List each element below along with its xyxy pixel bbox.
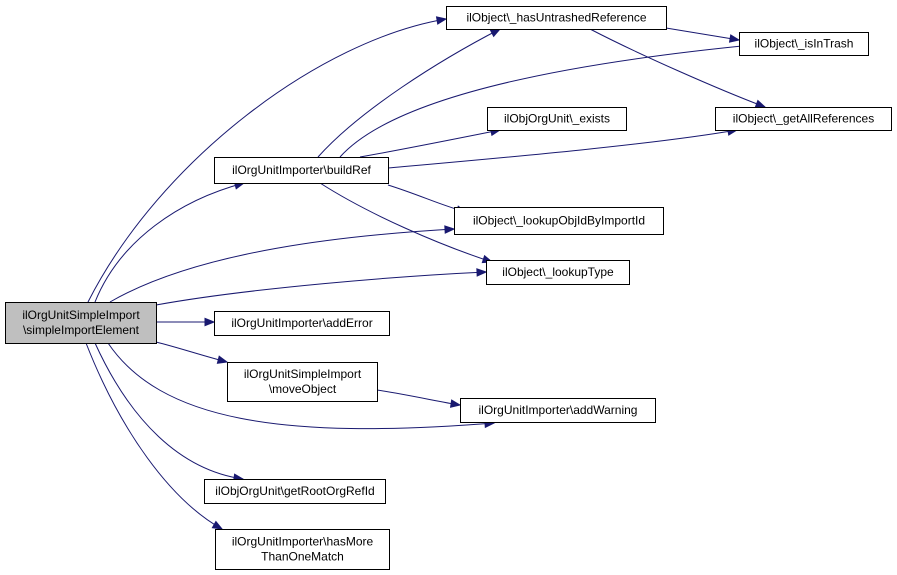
edge-has_untrashed-to-is_in_trash (665, 27, 741, 43)
node-label: ilObject\_hasUntrashedReference (466, 11, 646, 25)
edge-line (665, 27, 740, 41)
node-has-untrashed[interactable]: ilObject\_hasUntrashedReference (446, 6, 667, 30)
node-build-ref[interactable]: ilOrgUnitImporter\buildRef (214, 157, 389, 184)
node-box (227, 362, 378, 402)
edges-layer (85, 16, 767, 530)
node-box (215, 529, 390, 570)
node-box (5, 302, 157, 344)
edge-line (387, 129, 738, 169)
edge-move_object-to-add_warning (376, 389, 462, 408)
node-add-warning[interactable]: ilOrgUnitImporter\addWarning (460, 398, 656, 423)
node-label: ilOrgUnitImporter\addWarning (479, 403, 638, 417)
edge-line (85, 342, 223, 530)
edge-line (589, 28, 766, 108)
node-label: ilObject\_isInTrash (755, 37, 854, 51)
arrowhead-icon (476, 268, 488, 277)
node-label: ilOrgUnitImporter\hasMore (232, 535, 374, 549)
edge-line (317, 28, 501, 158)
edge-line (107, 342, 495, 430)
node-box (446, 6, 667, 30)
edge-line (155, 271, 487, 306)
node-lookup-type[interactable]: ilObject\_lookupType (486, 260, 630, 285)
node-add-error[interactable]: ilOrgUnitImporter\addError (214, 311, 390, 336)
node-box (739, 32, 869, 56)
node-box (486, 260, 630, 285)
edge-root-to-has_more (85, 342, 224, 530)
edge-root-to-move_object (155, 341, 229, 364)
edge-line (339, 44, 753, 158)
edge-build_ref-to-objorgunit_exists (359, 127, 502, 158)
edge-line (155, 341, 228, 363)
node-label: ilObjOrgUnit\_exists (504, 112, 610, 126)
node-label: ilOrgUnitImporter\addError (231, 316, 372, 330)
edge-line (359, 129, 501, 158)
node-label: ilObjOrgUnit\getRootOrgRefId (215, 484, 374, 498)
node-label: ilObject\_lookupObjIdByImportId (473, 214, 645, 228)
arrowhead-icon (216, 355, 229, 364)
edge-has_untrashed-to-get_all_refs (589, 28, 767, 108)
node-box (460, 398, 656, 423)
arrowhead-icon (435, 16, 448, 25)
node-objorgunit-exists[interactable]: ilObjOrgUnit\_exists (487, 107, 627, 131)
node-label: ilOrgUnitSimpleImport (244, 367, 362, 381)
arrowhead-icon (728, 34, 741, 43)
node-lookup-objid[interactable]: ilObject\_lookupObjIdByImportId (454, 207, 664, 235)
node-label: \simpleImportElement (23, 323, 140, 337)
edge-line (319, 182, 493, 263)
node-box (487, 107, 627, 131)
node-box (715, 107, 892, 131)
arrowhead-icon (489, 28, 502, 38)
node-is-in-trash[interactable]: ilObject\_isInTrash (739, 32, 869, 56)
arrowhead-icon (211, 520, 224, 530)
arrowhead-icon (754, 99, 767, 108)
edge-line (94, 182, 245, 303)
edge-line (94, 342, 244, 480)
edge-root-to-lookup_type (155, 268, 488, 306)
node-label: ilObject\_getAllReferences (733, 112, 874, 126)
node-label: ilObject\_lookupType (502, 265, 614, 279)
edge-build_ref-to-has_untrashed (317, 28, 502, 158)
node-move-object[interactable]: ilOrgUnitSimpleImport\moveObject (227, 362, 378, 402)
nodes-layer: ilOrgUnitSimpleImport\simpleImportElemen… (5, 6, 892, 570)
node-root[interactable]: ilOrgUnitSimpleImport\simpleImportElemen… (5, 302, 157, 344)
node-box (214, 157, 389, 184)
arrowhead-icon (449, 399, 462, 408)
edge-line (87, 18, 447, 303)
edge-root-to-has_untrashed (87, 16, 448, 303)
edge-build_ref-to-is_in_trash (339, 41, 754, 158)
arrowhead-icon (204, 317, 216, 327)
edge-build_ref-to-get_all_refs (387, 127, 739, 169)
node-label: ilOrgUnitImporter\buildRef (232, 163, 371, 177)
edge-root-to-build_ref (94, 181, 246, 303)
node-label: \moveObject (269, 382, 337, 396)
node-label: ThanOneMatch (261, 550, 344, 564)
node-get-root-ref[interactable]: ilObjOrgUnit\getRootOrgRefId (204, 479, 386, 504)
edge-line (376, 389, 461, 406)
edge-root-to-lookup_objid (109, 225, 456, 303)
node-box (204, 479, 386, 504)
node-get-all-refs[interactable]: ilObject\_getAllReferences (715, 107, 892, 131)
node-box (214, 311, 390, 336)
edge-root-to-get_root_ref (94, 342, 245, 482)
edge-root-to-add_error (156, 317, 216, 327)
edge-line (109, 228, 455, 303)
arrowhead-icon (444, 225, 456, 234)
node-label: ilOrgUnitSimpleImport (22, 308, 140, 322)
node-box (454, 207, 664, 235)
